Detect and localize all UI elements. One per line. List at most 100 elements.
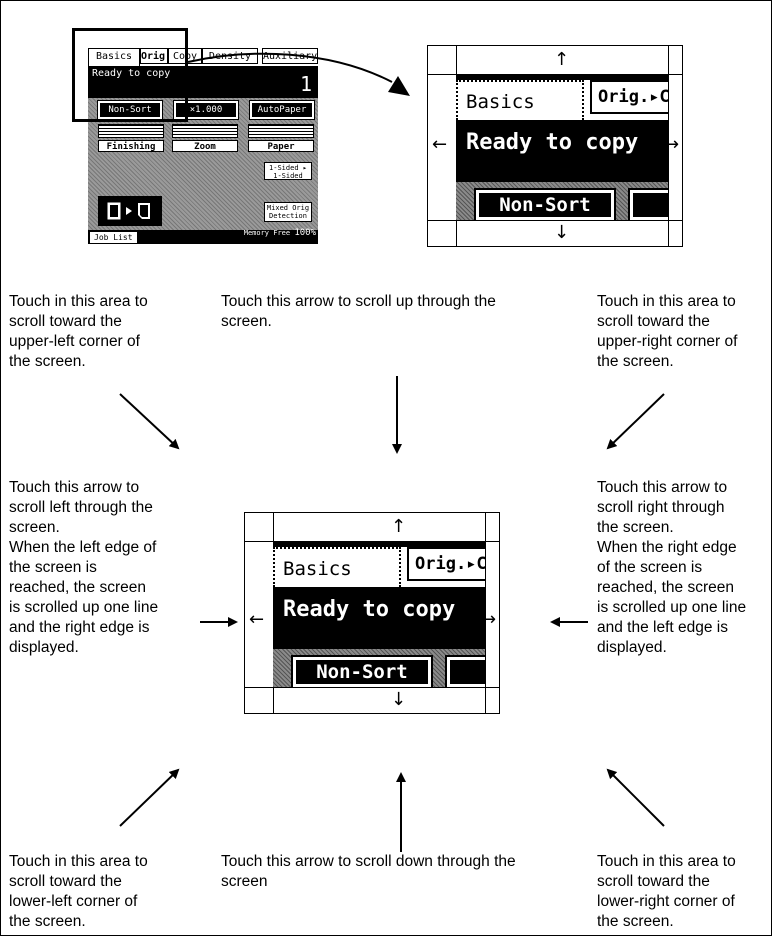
zoom-highlight-box: [72, 28, 188, 122]
caption-line: scroll right through: [597, 499, 725, 516]
tab-orig[interactable]: Orig.: [140, 48, 171, 64]
zoom-lower-area: Non-Sort: [456, 182, 668, 220]
zoom-bar: [172, 124, 238, 138]
caption-line: the screen.: [9, 913, 86, 930]
finishing-bar: [98, 124, 164, 138]
non-sort-button[interactable]: Non-Sort: [291, 655, 433, 687]
caption-line: the screen.: [597, 913, 674, 930]
caption-line: is scrolled up one line: [597, 599, 747, 616]
caption-line: Touch in this area to: [9, 293, 148, 310]
caption-line: Touch in this area to: [597, 853, 736, 870]
tab-basics[interactable]: Basics: [456, 80, 584, 120]
tab-orig[interactable]: Orig.▸C: [590, 80, 668, 114]
down-arrow-icon[interactable]: ↓: [554, 222, 570, 243]
caption-line: scroll toward the: [9, 313, 122, 330]
caption-line: the screen.: [9, 353, 86, 370]
caption-line: and the right edge is: [9, 619, 150, 636]
zone-line: [428, 220, 682, 221]
caption-line: scroll toward the: [597, 873, 710, 890]
zoom-label: Zoom: [172, 140, 238, 152]
memory-label: Memory Free: [243, 229, 291, 237]
status-message: Ready to copy: [92, 68, 171, 79]
zone-line: [485, 513, 486, 713]
caption-line: Touch this arrow to: [597, 479, 728, 496]
zoom-view-top: Basics Orig.▸C Ready to copy Non-Sort ↑ …: [427, 45, 683, 247]
caption-line: the screen is: [9, 559, 97, 576]
caption-lower-right: Touch in this area to scroll toward the …: [597, 852, 736, 932]
status-bar: Ready to copy 1: [88, 66, 318, 98]
copy-mode-icon: [98, 196, 162, 226]
next-button[interactable]: [445, 655, 485, 687]
zone-line: [668, 46, 669, 246]
caption-line: lower-left corner of: [9, 893, 138, 910]
caption-line: Touch this arrow to scroll down through …: [221, 853, 516, 870]
caption-line: Touch in this area to: [597, 293, 736, 310]
memory-value: 100%: [294, 228, 316, 238]
caption-lower-left: Touch in this area to scroll toward the …: [9, 852, 148, 932]
status-message: Ready to copy: [466, 130, 639, 155]
sided-button[interactable]: 1-Sided ▸ 1-Sided: [264, 162, 312, 180]
zoomed-screen: Basics Orig.▸C Ready to copy Non-Sort: [273, 541, 485, 687]
caption-down: Touch this arrow to scroll down through …: [221, 852, 516, 892]
caption-line: the screen.: [597, 353, 674, 370]
caption-upper-right: Touch in this area to scroll toward the …: [597, 292, 737, 372]
caption-line: upper-left corner of: [9, 333, 140, 350]
caption-line: Touch this arrow to: [9, 479, 140, 496]
caption-line: and the left edge is: [597, 619, 728, 636]
caption-line: When the left edge of: [9, 539, 157, 556]
left-arrow-icon[interactable]: ←: [249, 609, 265, 630]
caption-line: displayed.: [9, 639, 79, 656]
status-bar: Ready to copy: [273, 587, 485, 649]
caption-up: Touch this arrow to scroll up through th…: [221, 292, 496, 332]
paper-bar: [248, 124, 314, 138]
caption-line: lower-right corner of: [597, 893, 735, 910]
memory-indicator: Memory Free 100%: [243, 228, 316, 238]
tab-orig[interactable]: Orig.▸C: [407, 547, 485, 581]
next-button[interactable]: [628, 188, 668, 220]
non-sort-button[interactable]: Non-Sort: [474, 188, 616, 220]
caption-line: reached, the screen: [597, 579, 735, 596]
auto-paper-button[interactable]: AutoPaper: [249, 100, 315, 120]
caption-line: When the right edge: [597, 539, 737, 556]
tab-basics[interactable]: Basics: [88, 48, 140, 66]
zoom-top-bar: [273, 541, 485, 547]
status-bar: Ready to copy: [456, 120, 668, 182]
caption-line: screen: [221, 873, 268, 890]
zoom-top-bar: [456, 74, 668, 80]
caption-line: is scrolled up one line: [9, 599, 159, 616]
zoom-view-center: Basics Orig.▸C Ready to copy Non-Sort ↑ …: [244, 512, 500, 714]
up-arrow-icon[interactable]: ↑: [554, 49, 570, 70]
up-arrow-icon[interactable]: ↑: [391, 516, 407, 537]
caption-right: Touch this arrow to scroll right through…: [597, 478, 746, 658]
tab-basics[interactable]: Basics: [273, 547, 401, 587]
caption-upper-left: Touch in this area to scroll toward the …: [9, 292, 148, 372]
paper-label: Paper: [248, 140, 314, 152]
caption-line: reached, the screen: [9, 579, 147, 596]
caption-line: Touch in this area to: [9, 853, 148, 870]
job-list-button[interactable]: Job List: [89, 231, 138, 244]
caption-line: screen.: [221, 313, 272, 330]
panel-footer: Job List Memory Free 100%: [88, 228, 318, 244]
zoomed-screen: Basics Orig.▸C Ready to copy Non-Sort: [456, 74, 668, 220]
caption-line: of the screen is: [597, 559, 703, 576]
right-arrow-icon[interactable]: →: [481, 609, 497, 630]
zoom-lower-area: Non-Sort: [273, 649, 485, 687]
non-sort-button[interactable]: Non-Sort: [97, 100, 163, 120]
right-arrow-icon[interactable]: →: [664, 134, 680, 155]
caption-line: scroll left through the: [9, 499, 153, 516]
finishing-label: Finishing: [98, 140, 164, 152]
mixed-orig-button[interactable]: Mixed Orig Detection: [264, 202, 312, 222]
copy-count: 1: [299, 72, 312, 96]
tab-auxiliary[interactable]: Auxiliary: [262, 48, 318, 64]
status-message: Ready to copy: [283, 597, 456, 622]
caption-line: scroll toward the: [9, 873, 122, 890]
left-arrow-icon[interactable]: ←: [432, 134, 448, 155]
caption-line: scroll toward the: [597, 313, 710, 330]
down-arrow-icon[interactable]: ↓: [391, 689, 407, 710]
caption-line: Touch this arrow to scroll up through th…: [221, 293, 496, 310]
zoom-button[interactable]: ×1.000: [173, 100, 239, 120]
caption-left: Touch this arrow to scroll left through …: [9, 478, 158, 658]
caption-line: screen.: [9, 519, 60, 536]
